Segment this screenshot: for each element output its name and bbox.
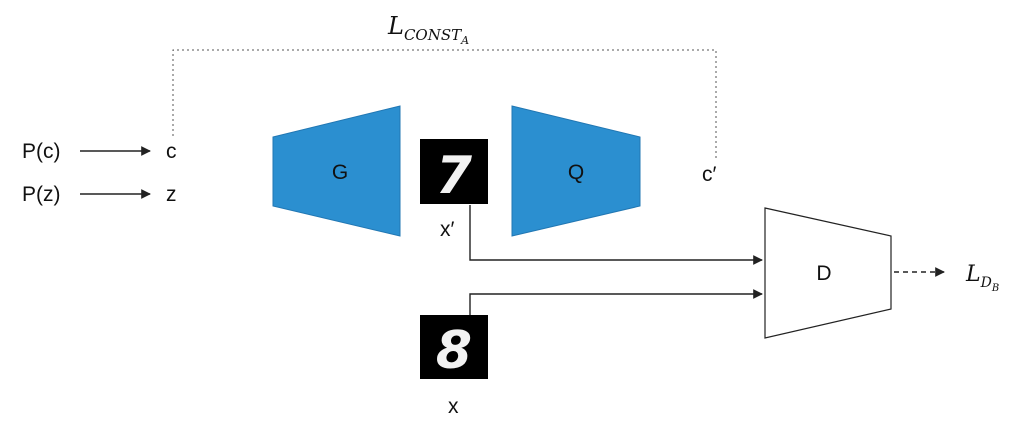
fake-to-d-arrow (469, 205, 763, 265)
pz-label: P(z) (22, 183, 61, 206)
q-network-block (511, 105, 641, 237)
c-label: c (166, 140, 177, 163)
generator-label: G (332, 161, 348, 184)
real-image-digit: 8 (436, 321, 472, 381)
fake-image-digit: 7 (436, 146, 473, 206)
real-sample-label: x (448, 395, 459, 418)
loss-const-label: LCONSTA (387, 12, 469, 47)
real-image (420, 315, 488, 379)
real-to-d-arrow (469, 289, 763, 315)
z-label: z (166, 183, 177, 206)
q-network-label: Q (568, 161, 584, 184)
discriminator-block (764, 207, 892, 339)
generator-block (272, 105, 401, 237)
discriminator-label: D (816, 262, 831, 285)
c-prime-label: c′ (702, 163, 717, 186)
fake-sample-label: x′ (440, 218, 455, 241)
pc-label: P(c) (22, 140, 61, 163)
fake-image (420, 139, 488, 204)
loss-d-label: LDB (965, 262, 999, 294)
